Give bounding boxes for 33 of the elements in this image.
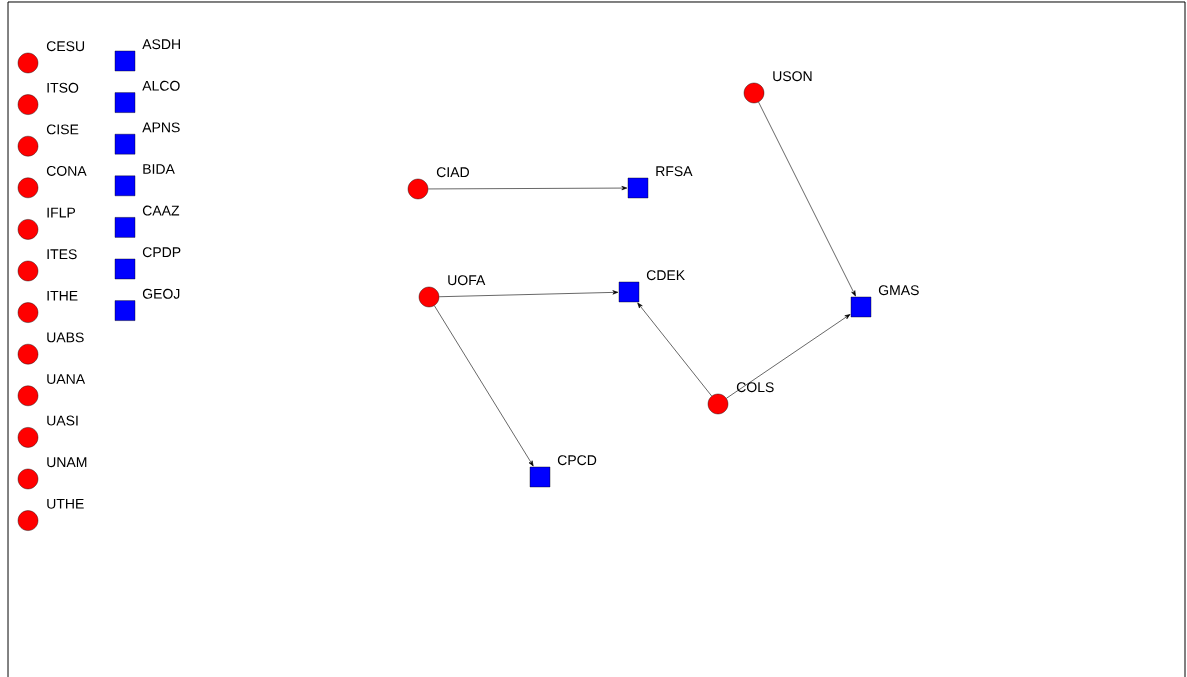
node-label: CIAD [436, 167, 469, 178]
node-label: UASI [47, 415, 78, 426]
node-label: CDEK [646, 270, 685, 281]
node-label: UTHE [47, 498, 84, 509]
node-label: ASDH [142, 39, 180, 50]
node-label: USON [773, 71, 812, 82]
node-label: ALCO [142, 80, 180, 91]
node-label: ITES [47, 249, 77, 260]
node-label: UOFA [448, 275, 486, 286]
node-label: UABS [47, 332, 84, 343]
arrow [434, 305, 534, 467]
node-label: UANA [47, 374, 86, 384]
arrow [637, 302, 712, 397]
node-label: IFLP [47, 207, 76, 218]
node-label: BIDA [143, 164, 175, 174]
node-label: CISE [46, 124, 79, 135]
node-label: CPCD [557, 455, 597, 466]
arrow [427, 185, 628, 191]
node-label: CESU [46, 41, 85, 52]
node-label: COLS [736, 382, 774, 393]
node-label: ITHE [47, 290, 78, 301]
node-label: CONA [46, 166, 87, 176]
arrow [758, 101, 856, 297]
node-label: GMAS [878, 285, 919, 296]
node-label: CAAZ [142, 205, 180, 216]
node-label: UNAM [47, 457, 87, 468]
node-label: GEOJ [142, 288, 180, 299]
node-label: CPDP [142, 247, 181, 258]
arrow [438, 290, 619, 298]
node-label: ITSO [47, 82, 79, 93]
node-label: RFSA [656, 166, 693, 177]
node-label: APNS [142, 122, 180, 133]
arrow [726, 314, 851, 399]
